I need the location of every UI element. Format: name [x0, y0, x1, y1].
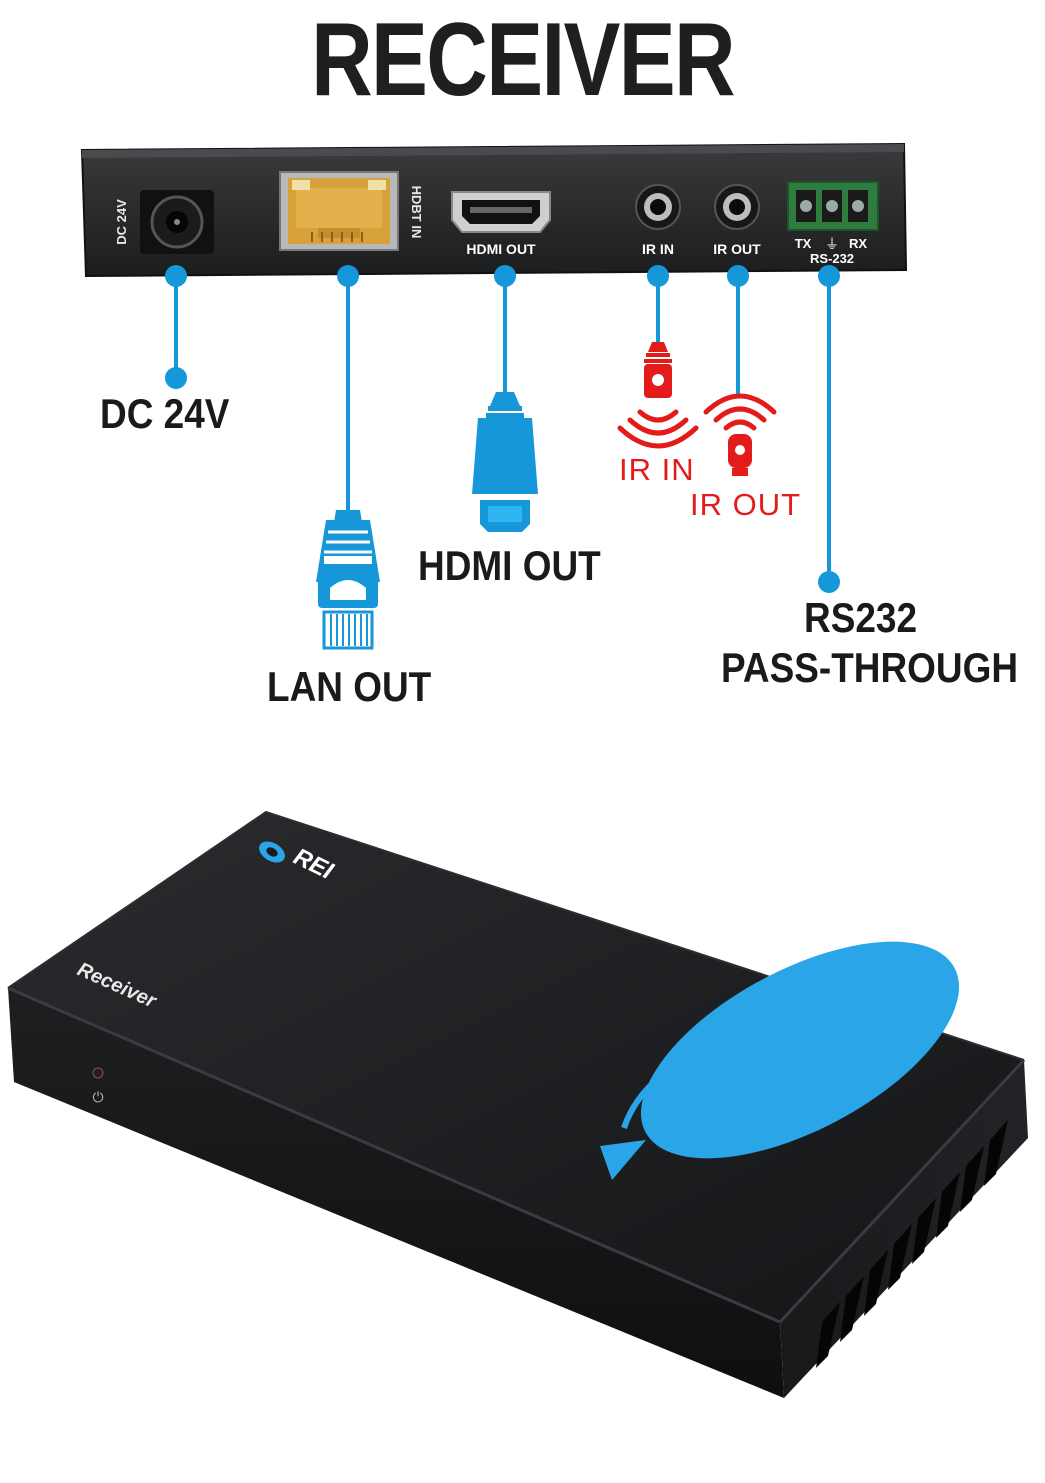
- callout-rs232-label-line2: PASS-THROUGH: [721, 644, 1019, 691]
- page-title: RECEIVER: [311, 2, 736, 118]
- callout-lines: [174, 276, 831, 580]
- rj45-port: [279, 171, 399, 251]
- blue-swoosh: [640, 941, 960, 1159]
- ir-in-receiver-icon: [617, 342, 699, 449]
- callout-ir-in-label: IR IN: [619, 452, 695, 487]
- dc-jack: [140, 190, 214, 254]
- power-icon: ⏻: [92, 1089, 103, 1105]
- panel-label-ir-in: IR IN: [642, 241, 674, 257]
- rear-panel: DC 24V HDBT IN HDMI OUT: [80, 142, 908, 278]
- ir-in-jack: [635, 184, 681, 230]
- panel-label-tx: TX: [795, 236, 812, 251]
- hdmi-cable-icon: [472, 392, 538, 532]
- callout-ir-out-label: IR OUT: [690, 487, 802, 522]
- receiver-device: REI Receiver ⏻: [7, 810, 1028, 1398]
- panel-label-ir-out: IR OUT: [713, 241, 761, 257]
- rs232-terminal: [787, 181, 879, 231]
- lan-cable-icon: [316, 510, 380, 650]
- panel-label-hdmi: HDMI OUT: [466, 241, 536, 257]
- panel-label-ground: ⏚: [825, 236, 839, 252]
- panel-label-rs232: RS-232: [810, 251, 854, 266]
- callout-hdmi-label: HDMI OUT: [418, 542, 601, 589]
- ir-out-emitter-icon: [703, 393, 777, 476]
- panel-label-dc: DC 24V: [114, 199, 129, 245]
- power-led: [92, 1067, 104, 1079]
- callout-dots: [165, 265, 840, 593]
- callout-rs232-label-line1: RS232: [804, 594, 918, 641]
- ir-out-jack: [714, 184, 760, 230]
- panel-label-rx: RX: [849, 236, 867, 251]
- callout-dc-label: DC 24V: [100, 390, 230, 437]
- panel-label-hdbt: HDBT IN: [409, 186, 424, 239]
- callout-lan-label: LAN OUT: [267, 663, 432, 710]
- hdmi-port: [451, 191, 551, 233]
- vent-slots: [816, 1120, 1008, 1368]
